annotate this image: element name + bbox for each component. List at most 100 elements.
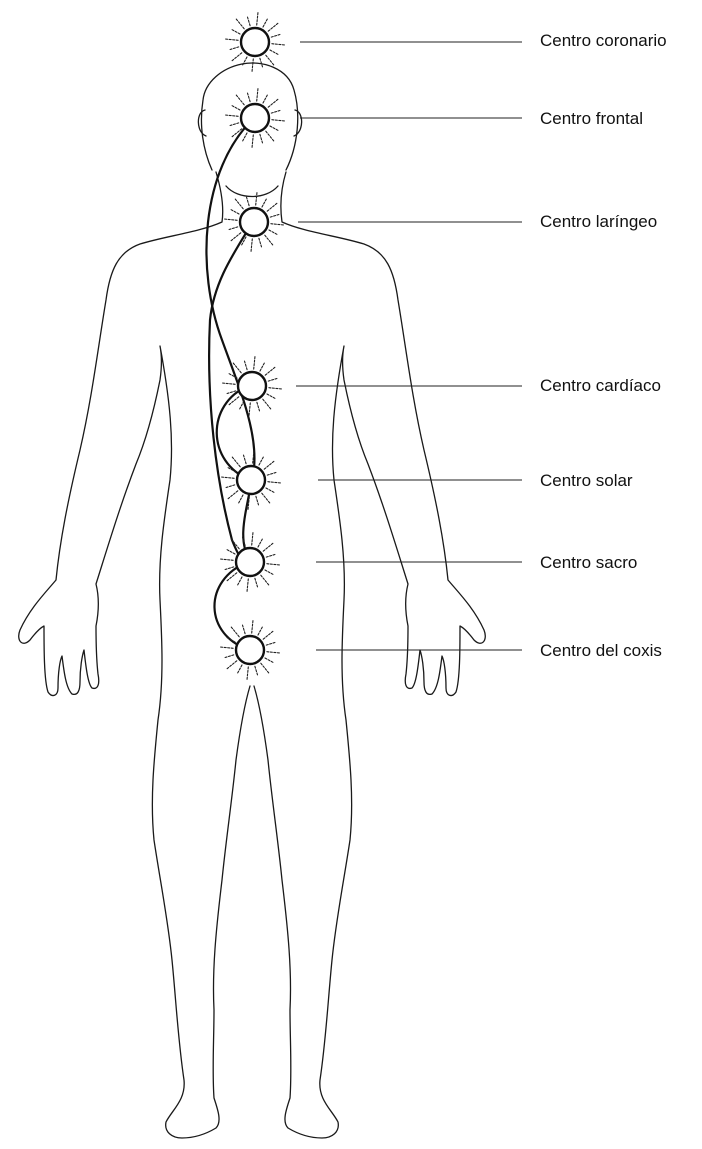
chakra-ray (230, 233, 241, 242)
chakra-ray (230, 47, 239, 50)
chakra-ray (232, 30, 240, 34)
heart-solar-arc (217, 386, 250, 480)
chakra-ray (255, 666, 258, 675)
chakra-frontal-icon (224, 87, 286, 149)
chakra-ray (249, 403, 250, 417)
chakra-ray (267, 652, 281, 653)
chakra-ray (267, 394, 275, 398)
chakra-ray (260, 363, 264, 371)
chakra-ray (231, 456, 240, 467)
chakra-ray (248, 17, 251, 26)
chakra-coronario-disc (241, 28, 269, 56)
chakra-sacro-disc (236, 548, 264, 576)
chakra-ray (234, 198, 243, 209)
chakra-ray (267, 564, 281, 565)
chakra-ray (270, 215, 279, 218)
chakra-ray (260, 134, 263, 143)
chakra-ray (224, 115, 238, 116)
chakra-ray (258, 539, 262, 547)
chakra-ray (258, 627, 262, 635)
chakra-ray (231, 210, 239, 214)
chakra-ray (240, 401, 244, 409)
chakra-ray (263, 95, 267, 103)
chakra-ray (245, 361, 248, 370)
chakra-ray (263, 542, 274, 551)
main-channel (206, 118, 254, 562)
chakra-ray (261, 575, 270, 586)
chakra-solar-disc (237, 466, 265, 494)
chakra-ray (226, 661, 237, 670)
chakra-ray (225, 567, 234, 570)
label-laringeo: Centro laríngeo (540, 212, 657, 231)
right-body-outline (254, 172, 485, 1138)
chakra-ray (266, 488, 274, 492)
chakra-ray (255, 578, 258, 587)
chakra-ray (268, 482, 282, 483)
chakra-coxis-icon (219, 619, 281, 681)
chakra-cardiaco-disc (238, 372, 266, 400)
chakra-ray (224, 39, 238, 40)
chakra-ray (257, 402, 260, 411)
chakra-ray (247, 667, 248, 681)
chakra-ray (220, 477, 234, 478)
chakra-ray (230, 123, 239, 126)
chakra-ray (248, 93, 251, 102)
label-coxis: Centro del coxis (540, 641, 662, 660)
chakra-ray (247, 579, 248, 593)
chakra-ray (257, 87, 258, 101)
chakra-ray (223, 219, 237, 220)
chakra-ray (268, 98, 279, 107)
chakra-ray (239, 495, 243, 503)
chakra-ray (235, 94, 244, 105)
label-cardiaco: Centro cardíaco (540, 376, 661, 395)
chakra-solar-icon (220, 449, 282, 511)
chakra-ray (256, 191, 257, 205)
chakra-ray (243, 133, 247, 141)
leader-lines (296, 42, 522, 650)
chakra-ray (219, 647, 233, 648)
chakra-ray (225, 655, 234, 658)
chakra-ray (268, 379, 277, 382)
chakra-ray (266, 555, 275, 558)
chakra-ray (270, 126, 278, 130)
chakra-laringeo-icon (223, 191, 285, 253)
chakra-ray (271, 35, 280, 38)
chakra-ray (230, 626, 239, 637)
chakra-frontal-disc (241, 104, 269, 132)
chakra-ray (266, 643, 275, 646)
chakra-ray (252, 59, 253, 73)
chakra-ray (251, 239, 252, 253)
chakra-ray (265, 366, 276, 375)
chakra-ray (232, 106, 240, 110)
chakra-ray (272, 44, 286, 45)
chakra-ray (227, 491, 238, 500)
chakra-ray (229, 227, 238, 230)
chakra-ray (252, 531, 253, 545)
chakra-sacro-icon (219, 531, 281, 593)
center-labels: Centro coronario Centro frontal Centro l… (540, 31, 667, 660)
chakra-ray (263, 630, 274, 639)
chakra-ray (262, 199, 266, 207)
chakra-ray (227, 550, 235, 554)
chakra-ray (265, 235, 274, 246)
chakra-ray (231, 53, 242, 62)
label-solar: Centro solar (540, 471, 633, 490)
chakra-ray (265, 570, 273, 574)
chakra-ray (269, 230, 277, 234)
chakra-ray (252, 135, 253, 149)
chakra-ray (270, 50, 278, 54)
chakra-ray (226, 485, 235, 488)
chakra-ray (254, 355, 255, 369)
chakra-ray (244, 455, 247, 464)
neck-outline (226, 186, 278, 197)
energy-centers (219, 11, 286, 681)
chakra-ray (259, 238, 262, 247)
chakra-ray (263, 399, 272, 410)
chakra-ray (267, 473, 276, 476)
chakra-ray (260, 58, 263, 67)
chakra-ray (259, 457, 263, 465)
chakra-ray (238, 577, 242, 585)
chakra-ray (267, 202, 278, 211)
chakra-ray (271, 111, 280, 114)
